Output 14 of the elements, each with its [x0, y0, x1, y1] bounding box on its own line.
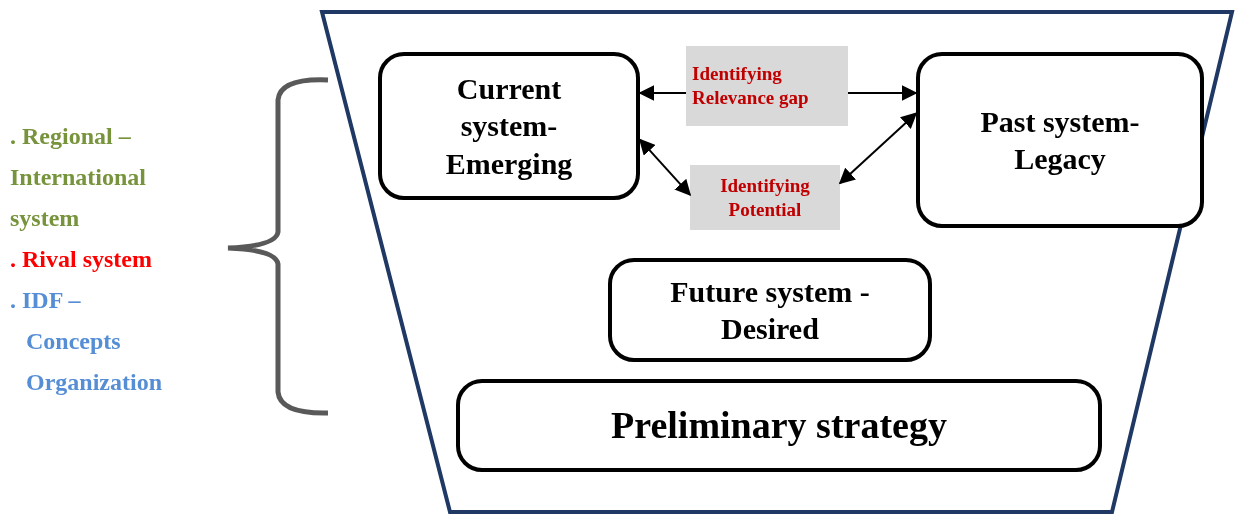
process-box: Future system -Desired — [608, 258, 932, 362]
arrow — [847, 85, 918, 101]
arrow — [638, 85, 687, 101]
arrow — [838, 112, 918, 185]
process-box: Current system-Emerging — [378, 52, 640, 200]
arrow — [638, 138, 692, 197]
potential-label-box: Identifying Potential — [690, 165, 840, 230]
process-box: Past system-Legacy — [916, 52, 1204, 228]
list-item: . Rival system — [10, 245, 153, 274]
funnel-shape — [322, 12, 1232, 512]
strategy-box: Preliminary strategy — [456, 379, 1102, 472]
list-item: . IDF – Concepts Organization — [10, 286, 163, 397]
gap-label-box: Identifying Relevance gap — [686, 46, 848, 126]
list-item: . Regional – International system — [10, 122, 147, 233]
